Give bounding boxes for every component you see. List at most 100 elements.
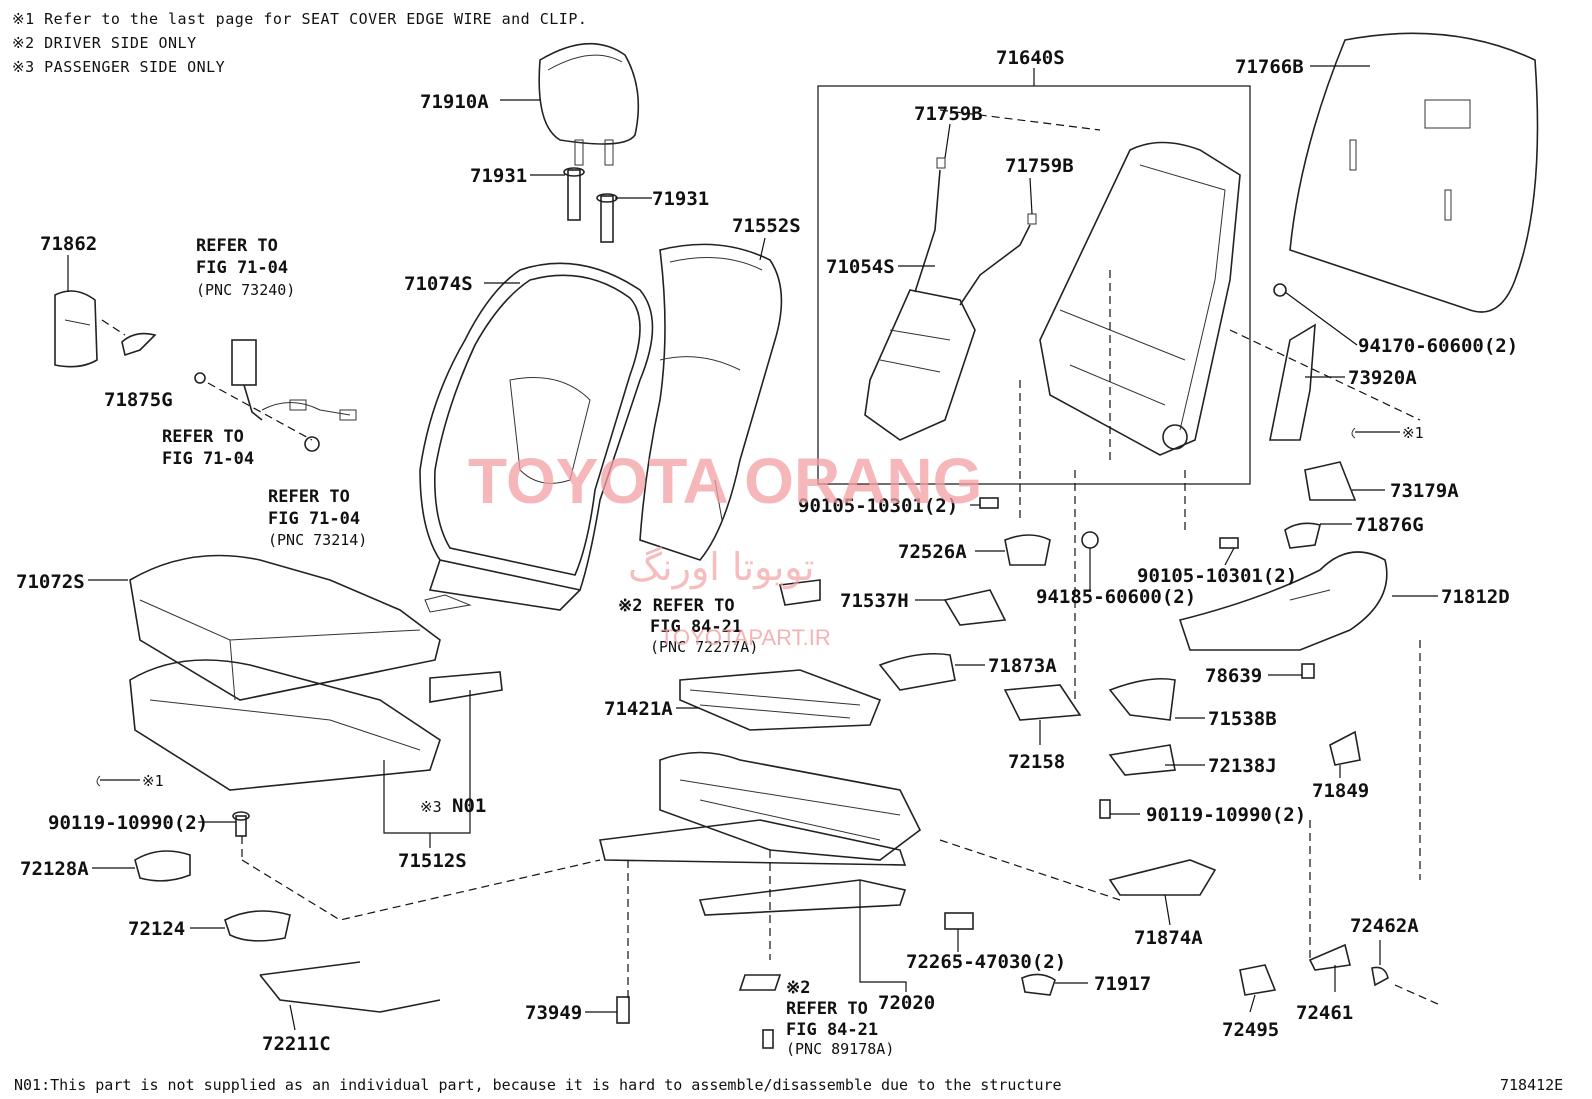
label-94185-60600: 94185-60600(2) [1036,586,1196,608]
watermark-persian: تویوتا اورنگ [628,545,815,590]
clip-right-icon [1351,427,1356,439]
refer-5-line-2: REFER TO [786,999,868,1019]
figure-code: 718412E [1500,1076,1564,1094]
refer-4-line-2: FIG 84-21 [650,617,742,637]
refer-1-line-3: (PNC 73240) [196,281,295,299]
label-71640S: 71640S [996,47,1065,69]
part-72461-drawing [1308,943,1351,971]
label-71552S: 71552S [732,215,801,237]
bolt-90105-upper-drawing [979,497,999,509]
note-2: ※2 DRIVER SIDE ONLY [12,34,197,52]
label-72124: 72124 [128,918,185,940]
label-72265-47030: 72265-47030(2) [906,951,1066,973]
leader-lines [67,65,1438,1031]
bolt-90119-right-drawing [1099,799,1111,819]
label-90105-10301-upper: 90105-10301(2) [798,495,958,517]
label-73179A: 73179A [1390,480,1459,502]
label-71538B: 71538B [1208,708,1277,730]
label-71931-right: 71931 [652,188,709,210]
part-72124-drawing [224,910,291,942]
footnote-n01: N01:This part is not supplied as an indi… [14,1076,1062,1094]
headrest-support-drawing [563,167,618,243]
nut-94185-drawing [1081,531,1099,549]
cushion-cover-drawing [129,554,441,701]
refer-2-line-1: REFER TO [162,427,244,447]
part-71876G-drawing [1284,522,1321,549]
label-94170-60600: 94170-60600(2) [1358,335,1518,357]
part-71874A-drawing [1108,859,1217,896]
part-71917-drawing [1021,973,1056,996]
bolt-89178A-drawing [762,1029,774,1049]
refer-5-line-3: FIG 84-21 [786,1020,878,1040]
part-72526A-drawing [1004,534,1051,566]
side-shield-drawing [1178,551,1388,651]
label-71421A: 71421A [604,698,673,720]
label-72128A: 72128A [20,858,89,880]
bolt-90105-lower-drawing [1219,537,1239,549]
seatback-cover-drawing [419,262,654,613]
part-72462A-drawing [1371,966,1389,987]
label-72526A: 72526A [898,541,967,563]
refer-3-line-1: REFER TO [268,487,350,507]
label-71759B-top: 71759B [914,103,983,125]
label-72462A: 72462A [1350,915,1419,937]
bolt-90119-left-drawing [232,811,250,837]
wire-72211C-drawing [259,961,441,1013]
refer-5-line-4: (PNC 89178A) [786,1040,894,1058]
label-71074S: 71074S [404,273,473,295]
label-73949: 73949 [525,1002,582,1024]
part-72265-drawing [944,912,974,930]
label-78639: 78639 [1205,665,1262,687]
label-90119-10990-left: 90119-10990(2) [48,812,208,834]
label-72461: 72461 [1296,1002,1353,1024]
label-71917: 71917 [1094,973,1151,995]
label-N01: N01 [452,795,486,817]
assembly-dashed-lines [101,109,1441,1006]
seatback-frame-drawing [1039,141,1241,456]
refer-4-line-1: ※2 REFER TO [618,596,735,616]
bracket-drawing [738,974,782,991]
part-71873A-drawing [878,652,956,691]
label-72495: 72495 [1222,1019,1279,1041]
label-72020: 72020 [878,992,935,1014]
side-cover-drawing [1269,283,1316,441]
label-71812D: 71812D [1441,586,1510,608]
mark-passenger-n01: ※3 [420,798,442,816]
headrest-drawing [538,42,640,166]
refer-5-line-1: ※2 [786,978,810,998]
label-73920A: 73920A [1348,367,1417,389]
label-71849: 71849 [1312,780,1369,802]
label-71054S: 71054S [826,256,895,278]
label-72158: 72158 [1008,751,1065,773]
part-78639-drawing [1301,663,1315,679]
note-1: ※1 Refer to the last page for SEAT COVER… [12,10,588,28]
label-71910A: 71910A [420,91,489,113]
part-71875G-drawing [121,332,157,357]
label-71512S: 71512S [398,850,467,872]
refer-3-line-2: FIG 71-04 [268,509,360,529]
label-71874A: 71874A [1134,927,1203,949]
part-72277A-drawing [779,579,821,606]
label-71759B-right: 71759B [1005,155,1074,177]
note-3: ※3 PASSENGER SIDE ONLY [12,58,226,76]
seatback-board-drawing [1289,32,1539,313]
part-73949-drawing [616,996,630,1024]
seatbelt-buckle-drawing [194,339,357,452]
seat-track-frame-drawing [599,751,922,916]
clip-left-icon [96,775,101,787]
refer-2-line-2: FIG 71-04 [162,449,254,469]
cushion-pad-drawing [129,659,503,791]
label-71537H: 71537H [840,590,909,612]
mark-clip-left: ※1 [142,772,164,790]
label-71766B: 71766B [1235,56,1304,78]
label-90119-10990-right: 90119-10990(2) [1146,804,1306,826]
part-71862-drawing [54,290,98,368]
label-71931-left: 71931 [470,165,527,187]
label-72211C: 72211C [262,1033,331,1055]
label-71875G: 71875G [104,389,173,411]
label-71876G: 71876G [1355,514,1424,536]
label-71873A: 71873A [988,655,1057,677]
refer-4-line-3: (PNC 72277A) [650,638,758,656]
label-90105-10301-lower: 90105-10301(2) [1137,565,1297,587]
part-72138J-drawing [1108,744,1176,776]
